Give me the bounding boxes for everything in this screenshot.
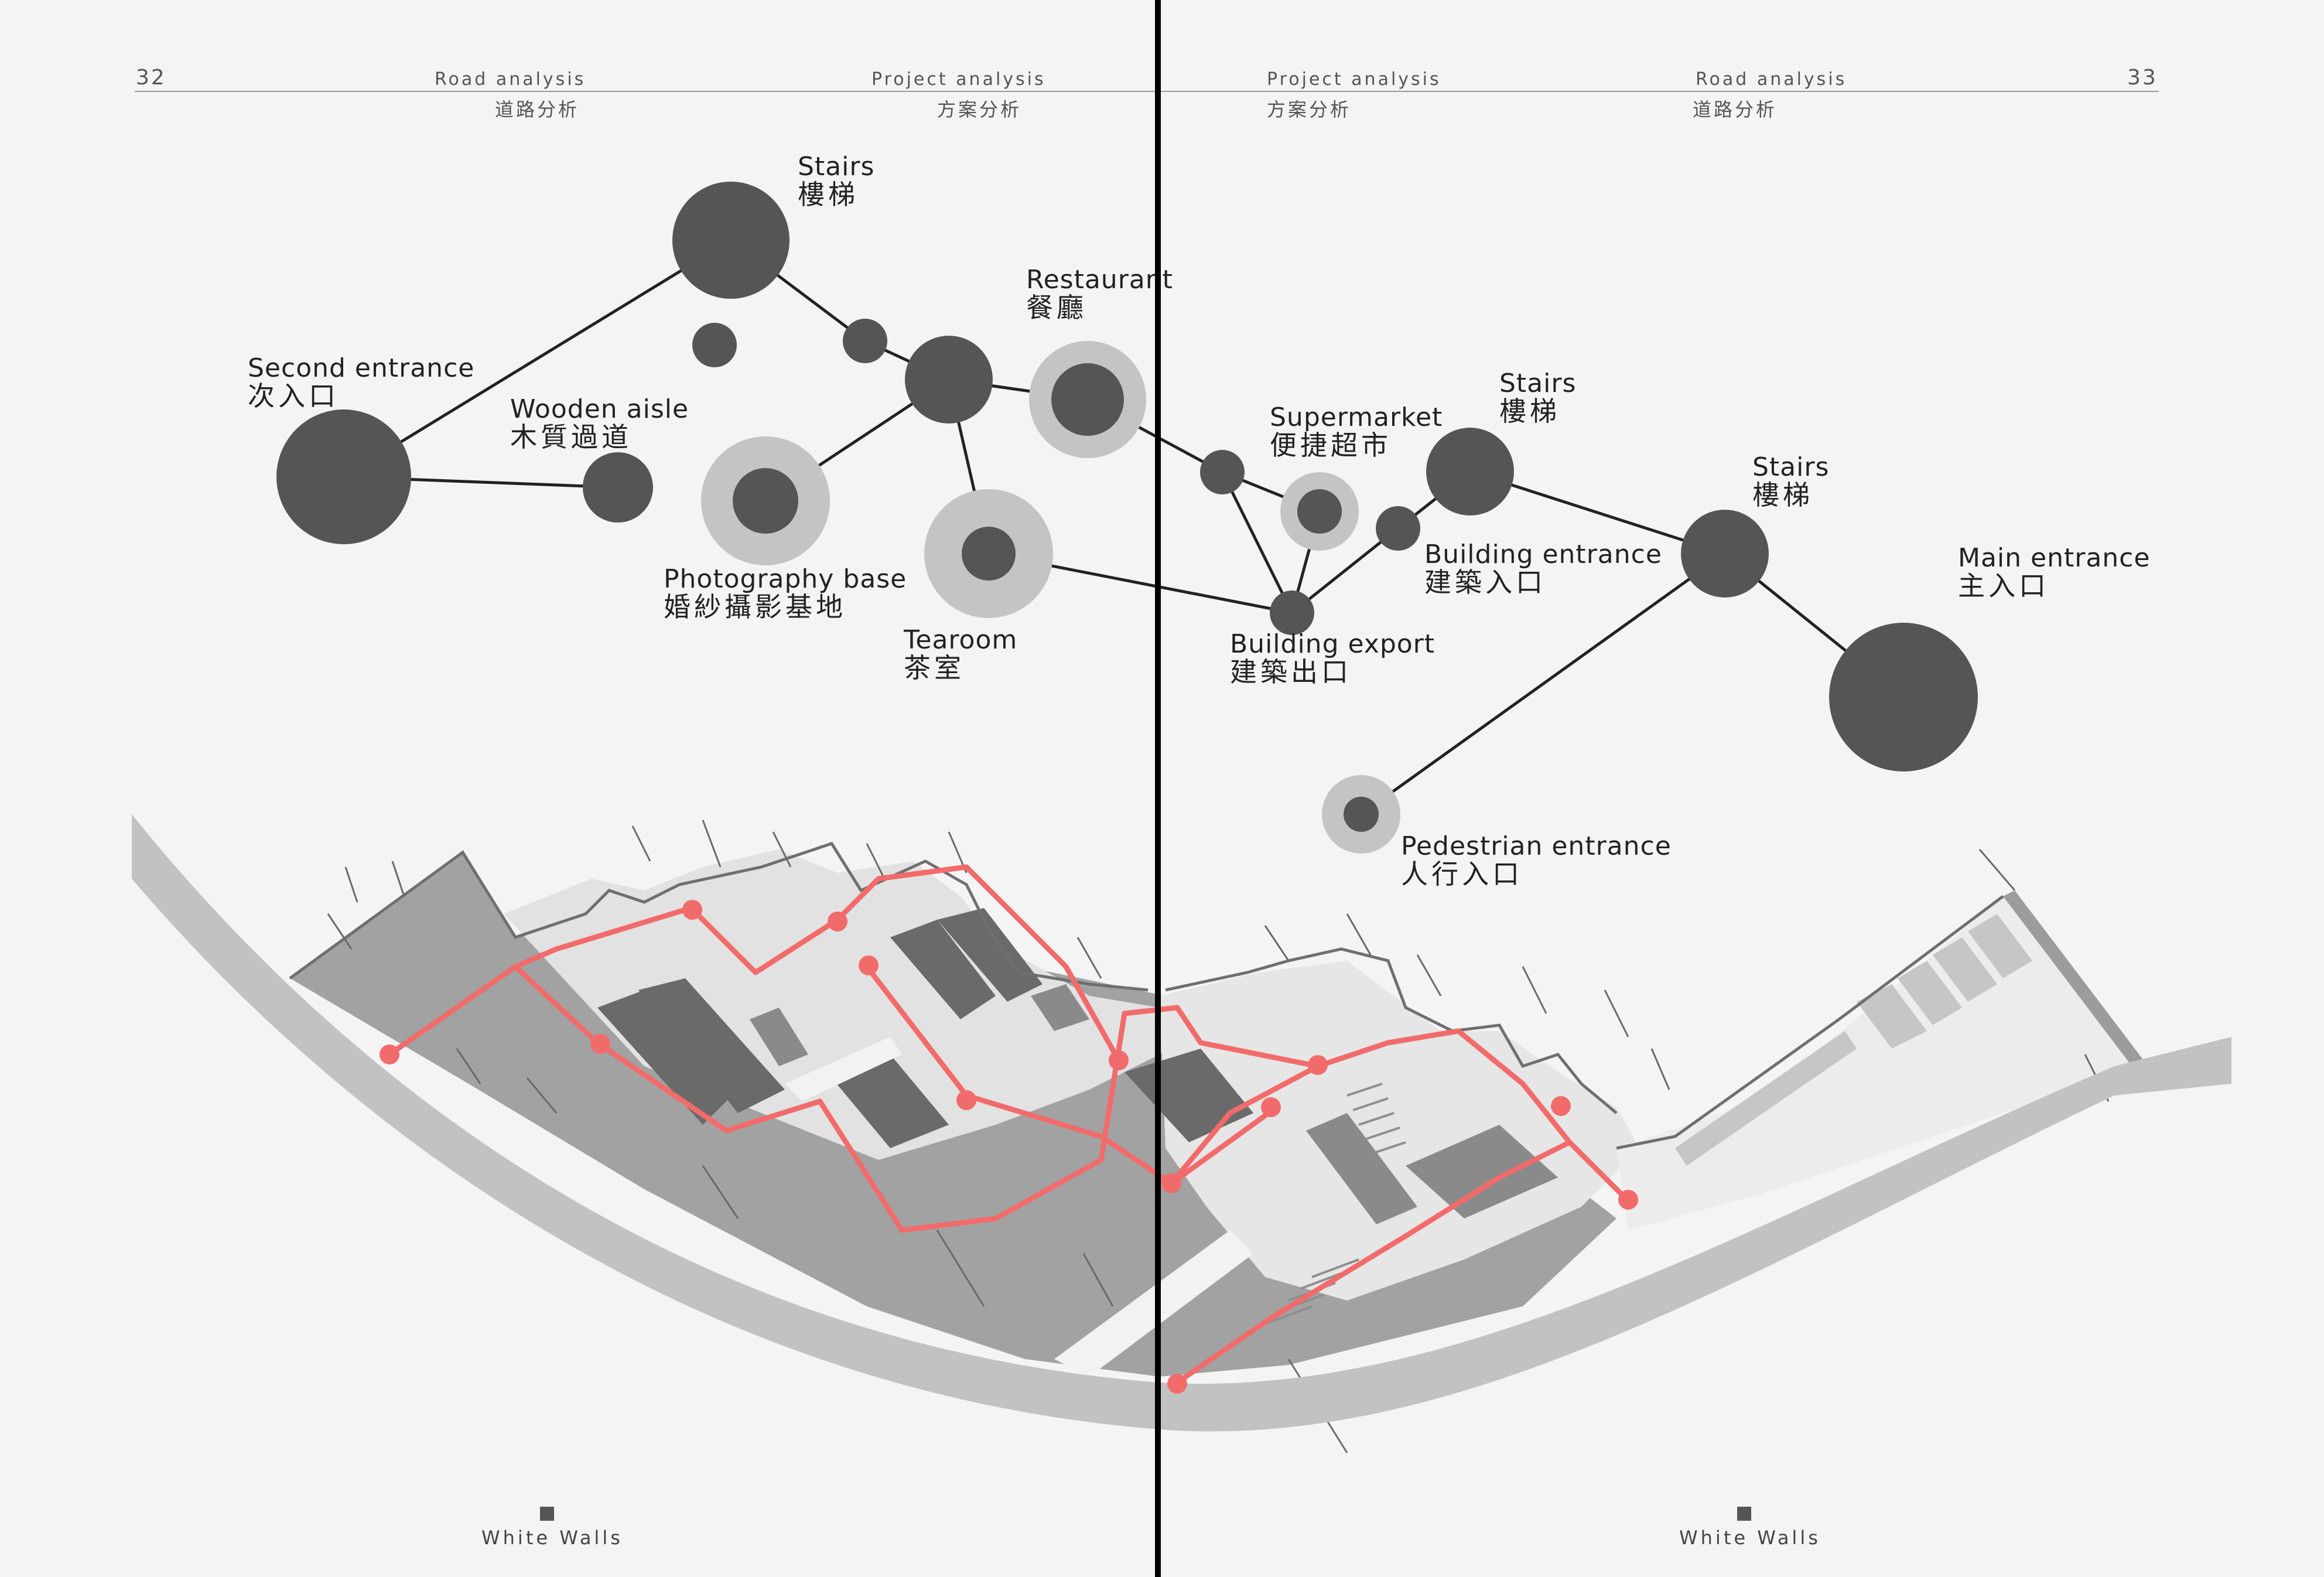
- building-mid: [750, 984, 1558, 1224]
- header-left-road-en: Road analysis: [435, 69, 586, 90]
- node-supermarket-core: [1297, 489, 1342, 534]
- node-small-b: [843, 319, 887, 363]
- footer-logo-mark-left: [540, 1507, 554, 1521]
- plaza-edge: [2003, 890, 2144, 1066]
- node-small-c: [1200, 450, 1245, 494]
- spread-gutter: [1155, 0, 1161, 1577]
- parking-stripes: [1675, 914, 2032, 1166]
- node-stairs-2: [1426, 428, 1514, 516]
- terrace-light-1: [504, 849, 1195, 1160]
- node-photography-core: [733, 468, 798, 534]
- network-nodes: [276, 182, 1978, 854]
- node-restaurant-core: [1051, 363, 1124, 436]
- node-main-entrance: [1829, 623, 1978, 772]
- building-blocks: [597, 908, 1253, 1148]
- header-right-project-en: Project analysis: [1267, 69, 1441, 90]
- node-building-export: [1270, 590, 1314, 635]
- header-right-project-zh: 方案分析: [1267, 98, 1352, 121]
- footer-label-left: White Walls: [481, 1527, 623, 1549]
- walkway-strip: [785, 1037, 902, 1101]
- node-small-a: [692, 323, 737, 367]
- node-pedestrian-core: [1344, 797, 1379, 832]
- header-right-road-en: Road analysis: [1696, 69, 1847, 90]
- wall-lines: [289, 842, 2004, 1150]
- page-number-right: 33: [2127, 66, 2158, 90]
- header-left-project-zh: 方案分析: [937, 98, 1022, 121]
- site-plan: [132, 814, 2231, 1453]
- header-left-road-zh: 道路分析: [495, 98, 580, 121]
- network-edges: [343, 238, 1905, 816]
- route-nodes: [380, 900, 1638, 1394]
- node-stairs-1: [672, 182, 790, 299]
- header-rule-right: [1161, 91, 2159, 92]
- curved-road: [132, 814, 2231, 1432]
- plaza-right: [1616, 896, 2144, 1230]
- node-second-entrance: [276, 409, 411, 544]
- terrace-light-2: [1160, 961, 1640, 1300]
- node-building-entrance: [1376, 506, 1420, 551]
- node-hub: [905, 336, 993, 424]
- header-rule-left: [135, 91, 1155, 92]
- header-left-project-en: Project analysis: [872, 69, 1046, 90]
- page-number-left: 32: [136, 66, 166, 90]
- walkway-lower: [1054, 1230, 1253, 1377]
- node-wooden-aisle: [583, 452, 653, 523]
- footer-label-right: White Walls: [1679, 1527, 1821, 1549]
- node-tearoom-core: [962, 527, 1016, 581]
- node-stairs-3: [1681, 510, 1769, 598]
- header-right-road-zh: 道路分析: [1693, 98, 1778, 121]
- footer-logo-mark-right: [1737, 1507, 1751, 1521]
